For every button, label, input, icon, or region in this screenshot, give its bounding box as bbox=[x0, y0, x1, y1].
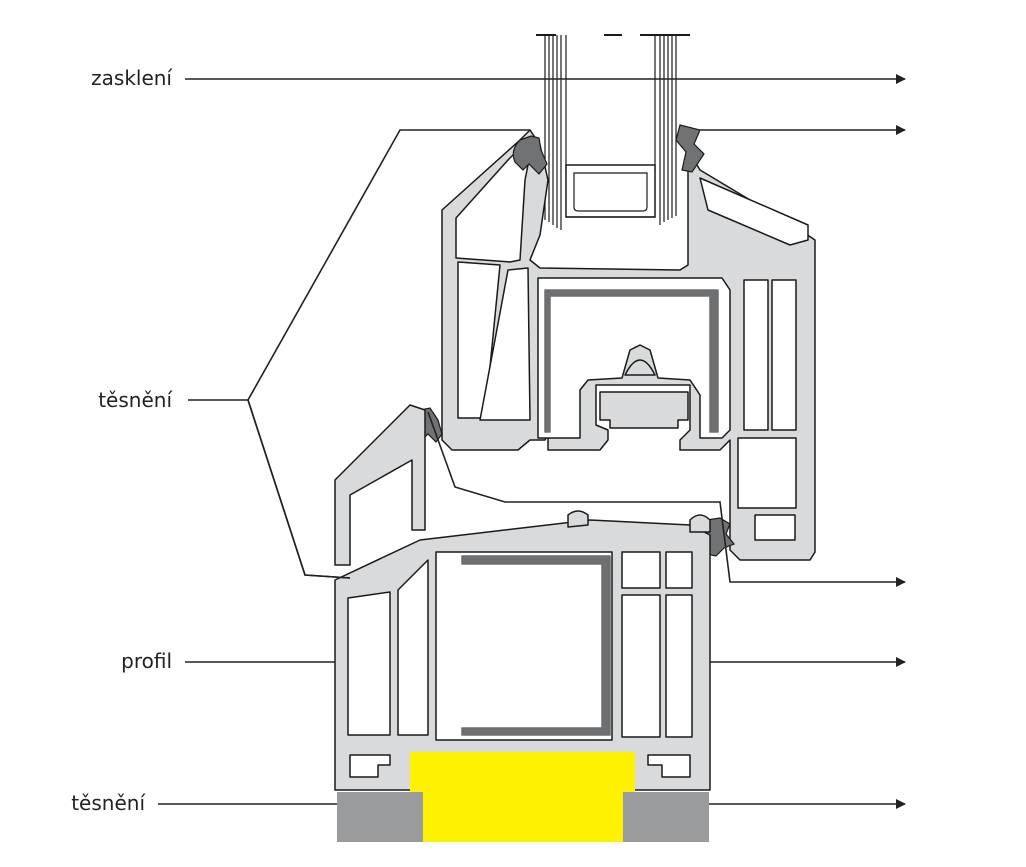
label-glazing: zasklení bbox=[91, 66, 172, 90]
label-seal-lower: těsnění bbox=[71, 791, 145, 815]
glazing-unit bbox=[536, 34, 690, 230]
sealing-tape-left bbox=[337, 792, 423, 842]
sash-profile bbox=[441, 129, 816, 561]
frame-profile bbox=[334, 404, 711, 791]
label-seal-upper: těsnění bbox=[98, 388, 172, 412]
leader-lines bbox=[158, 74, 906, 809]
sealing-tape-right bbox=[623, 792, 709, 842]
label-profile: profil bbox=[121, 649, 172, 673]
